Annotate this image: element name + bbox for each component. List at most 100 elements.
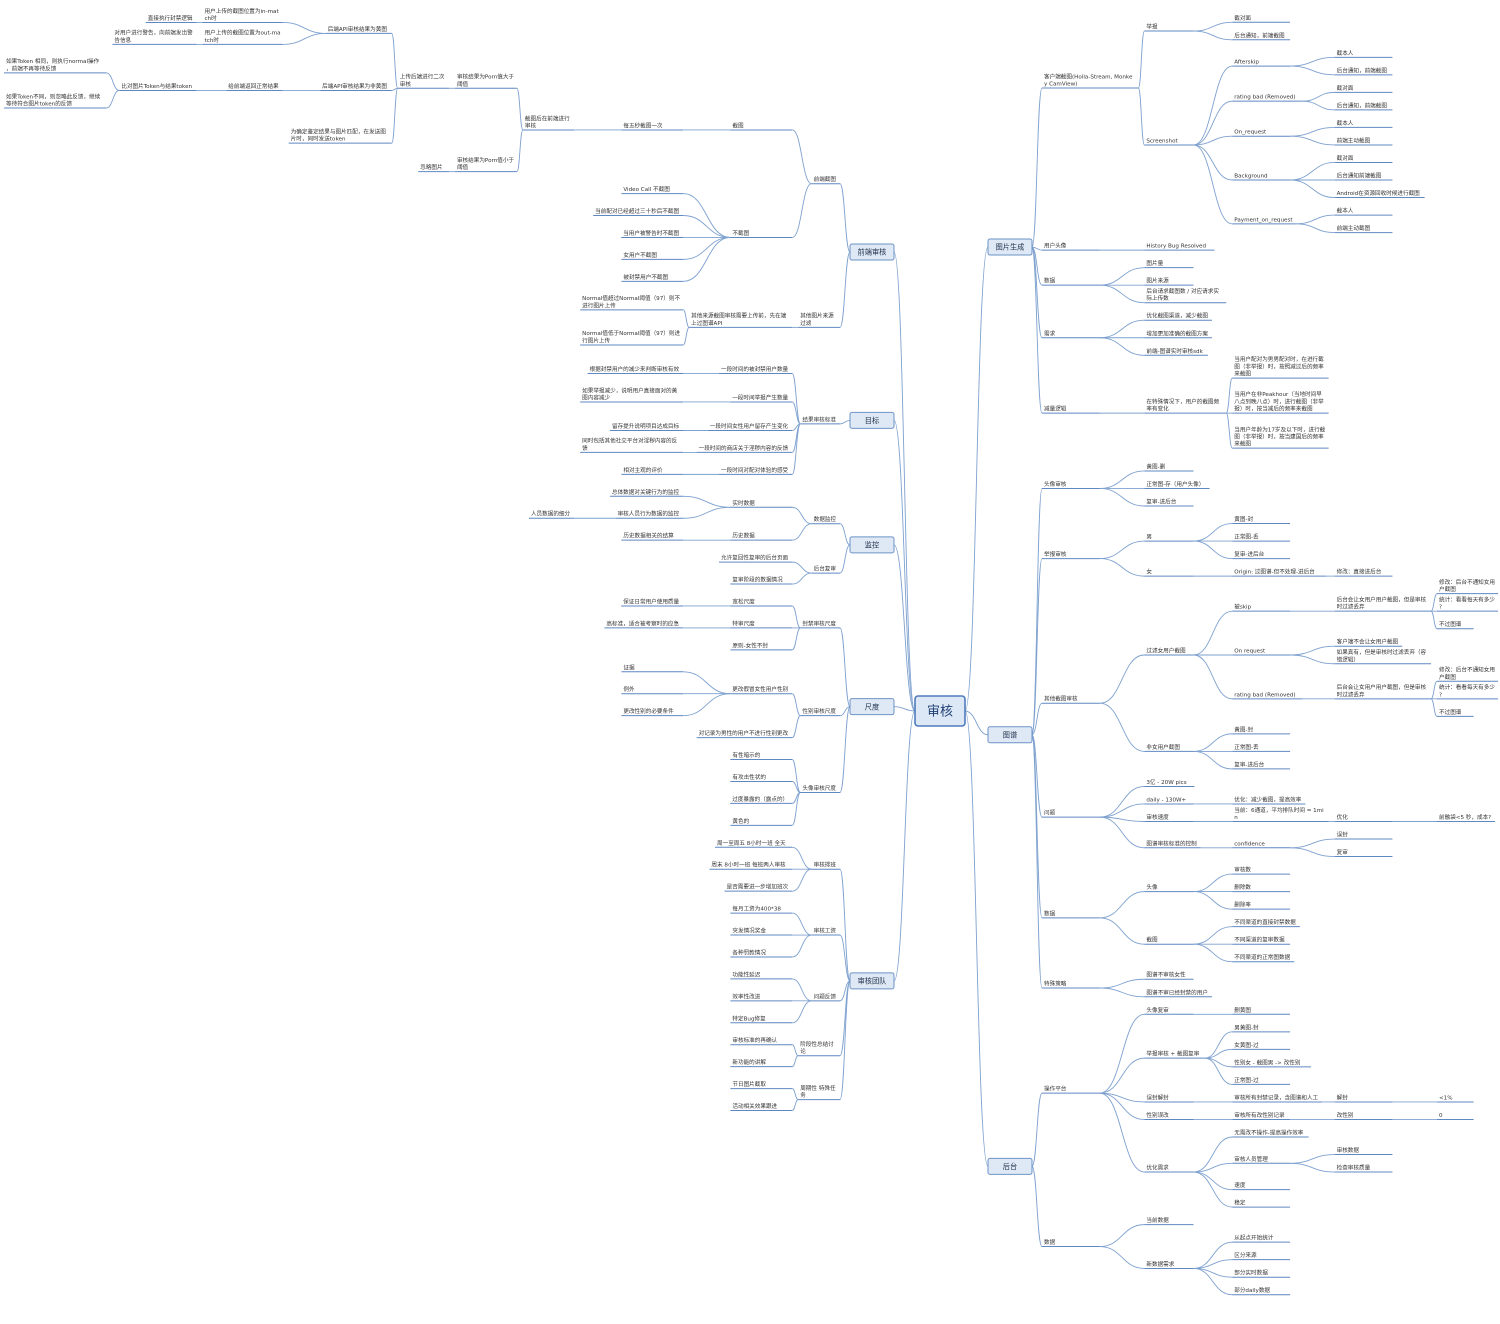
mind-node[interactable]: 统计：看看每天有多少? [1437, 683, 1498, 700]
mind-node[interactable]: 截本人 [1334, 207, 1393, 216]
mind-node[interactable]: 增加更加准确的截图方案 [1144, 329, 1212, 339]
mind-node[interactable]: 直接执行封禁逻辑 [145, 14, 197, 23]
mind-node[interactable]: 审核排班 [811, 861, 840, 870]
mind-node[interactable]: 保证日常用户使用质量 [621, 597, 684, 607]
mind-node[interactable]: 目标 [849, 411, 895, 429]
mind-node[interactable]: 证据 [621, 663, 684, 673]
mind-node[interactable]: 不过图谱 [1437, 708, 1474, 717]
mind-node[interactable]: 举报审核 [1042, 550, 1100, 560]
mind-node[interactable]: 当用户配对为男男配对时，在进行截图（非举报）时，按照减过后的频率来截图 [1232, 355, 1329, 379]
mind-node[interactable]: 头像审核尺度 [800, 784, 840, 793]
mind-node[interactable]: 实时数据 [730, 499, 793, 508]
mind-node[interactable]: 审核结果为Porn值小于阈值 [454, 156, 517, 173]
mind-node[interactable]: 一段时间女性用户留存产生变化 [707, 422, 793, 431]
mind-node[interactable]: 从起点开始统计 [1232, 1234, 1291, 1243]
mind-node[interactable]: 周期性 特殊任务 [798, 1084, 840, 1101]
mind-node[interactable]: 复审-进后台 [1144, 498, 1194, 507]
mind-node[interactable]: 黄图-删 [1144, 462, 1194, 472]
mind-node[interactable]: 当用户被警告时不截图 [621, 229, 684, 238]
mind-node[interactable]: 一段时间的商店关于淫秽内容的反馈 [696, 444, 793, 453]
mind-node[interactable]: 男黄图-封 [1232, 1023, 1291, 1033]
mind-node[interactable]: 阶段性总结讨论 [798, 1040, 840, 1057]
mind-node[interactable]: 封禁审核尺度 [800, 619, 840, 629]
mind-node[interactable]: Android在资源回收时候进行截图 [1334, 189, 1425, 199]
mind-node[interactable]: 女 [1144, 568, 1194, 577]
mind-node[interactable]: 修改：后台不通知女用户截图 [1437, 666, 1498, 682]
mind-node[interactable]: 截图 [1144, 936, 1194, 945]
mind-node[interactable]: 部分实时数据 [1232, 1269, 1291, 1278]
mind-node[interactable]: 不同渠道的复审数据 [1232, 936, 1291, 945]
mind-node[interactable]: 留存提升说明项目达成目标 [609, 422, 684, 431]
mind-node[interactable]: 问题 [1042, 809, 1100, 818]
mind-node[interactable]: 结果审核标准 [800, 415, 840, 425]
mind-node[interactable]: 头像审核 [1042, 480, 1100, 489]
mind-node[interactable]: 忽略图片 [418, 163, 449, 173]
mind-node[interactable]: 前融袋<5 秒，成本? [1437, 813, 1496, 823]
mind-node[interactable]: 部分daily数据 [1232, 1286, 1291, 1296]
mind-node[interactable]: confidence [1232, 841, 1291, 849]
mind-node[interactable]: 有性暗示的 [730, 751, 793, 761]
mind-node[interactable]: 优化需求 [1144, 1164, 1194, 1173]
mind-node[interactable]: 审核所有封禁记录，含图谱和人工 [1232, 1093, 1323, 1103]
mind-node[interactable]: 为确定鉴定结果与图片匹配，在发送图片时，同时发送token [288, 127, 392, 144]
mind-node[interactable]: 审核工资 [811, 927, 840, 936]
mind-node[interactable]: 后台会让女用户用户截图，但是审核时过滤丢弃 [1334, 683, 1432, 700]
mind-node[interactable]: 各种罚款情况 [730, 948, 793, 958]
mind-node[interactable]: 优化：减少截图，提高效率 [1232, 795, 1306, 805]
mind-node[interactable]: 复审 [1334, 848, 1393, 858]
mind-node[interactable]: daily - 130W+ [1144, 797, 1194, 805]
mind-node[interactable]: 前端截图 [811, 175, 840, 185]
mind-node[interactable]: 女黄图-过 [1232, 1041, 1291, 1050]
mind-node[interactable]: Screenshot [1144, 138, 1194, 146]
mind-node[interactable]: 是否需要进一步增加班次 [724, 883, 793, 892]
mind-node[interactable]: 3亿 - 20W pics [1144, 778, 1195, 787]
mind-node[interactable]: 误封 [1334, 831, 1393, 840]
mind-node[interactable]: 周末 8小时一班 每班两人审核 [709, 861, 793, 870]
mind-node[interactable]: 其他图片来源过滤 [798, 312, 840, 328]
mind-node[interactable]: 审核数据 [1334, 1146, 1393, 1156]
mind-node[interactable]: 周一至周五 8小时一班 全天 [715, 839, 793, 848]
mind-node[interactable]: 当用户年龄为17岁及以下时，进行截图（非举报）时，按当建国后的频率来截图 [1232, 425, 1329, 449]
mind-node[interactable]: 检查审核质量 [1334, 1164, 1393, 1173]
mind-node[interactable]: 截图后在前端进行审核 [522, 114, 575, 131]
mind-node[interactable]: 复审-进后台 [1232, 760, 1291, 770]
mind-node[interactable]: 性别女 - 截图男 -> 改性别 [1232, 1058, 1312, 1068]
mind-node[interactable]: 前端审核 [849, 243, 895, 261]
mind-node[interactable]: 统计：看看每天有多少? [1437, 595, 1498, 612]
mind-node[interactable]: 原则-女性不封 [730, 641, 793, 651]
mind-node[interactable]: Background [1232, 174, 1291, 181]
mind-node[interactable]: 解封 [1334, 1093, 1393, 1103]
mind-node[interactable]: 正常图-丢 [1232, 533, 1291, 542]
mind-node[interactable]: 特殊策略 [1042, 980, 1100, 989]
mind-node[interactable]: 修改：直接进后台 [1334, 568, 1393, 577]
mind-node[interactable]: 在特殊情况下，用户的截图频率有变化 [1144, 397, 1227, 414]
mind-node[interactable]: 一段时间对配对体验的感受 [719, 466, 793, 475]
mind-node[interactable]: 头像复审 [1144, 1006, 1194, 1015]
mind-node[interactable]: 非女用户截图 [1144, 743, 1194, 752]
mind-node[interactable]: 功能性延迟 [730, 970, 793, 980]
mind-node[interactable]: 稳定 [1232, 1199, 1291, 1208]
mind-node[interactable]: 性别审核尺度 [800, 707, 840, 717]
mind-node[interactable]: 尺度 [849, 698, 895, 716]
mind-node[interactable]: 同时包括其他社交平台对淫秽内容的反馈 [580, 437, 684, 453]
mind-node[interactable]: 黄图-封 [1232, 515, 1291, 525]
mind-node[interactable]: 举报审核 + 截图复审 [1144, 1050, 1205, 1059]
mind-node[interactable]: 女用户不截图 [621, 251, 684, 260]
mind-node[interactable]: 复审-进后台 [1232, 550, 1291, 560]
mind-node[interactable]: 审核数 [1232, 866, 1291, 875]
mind-node[interactable]: 截对面 [1334, 154, 1393, 163]
mind-node[interactable]: 当用户在非Peakhour（当地时间早八点到晚八点）时，进行截图（非举报）时，按… [1232, 390, 1329, 414]
mind-node[interactable]: 审核所有改性别记录 [1232, 1111, 1291, 1120]
mind-node[interactable]: 截对面 [1334, 84, 1393, 93]
mind-node[interactable]: 0 [1437, 1113, 1474, 1120]
mind-node[interactable]: 更改性别的必要条件 [621, 707, 684, 717]
mind-node[interactable]: 一段时间的被封禁用户数量 [719, 365, 793, 374]
mind-node[interactable]: 后端API审核结果为黄图 [325, 25, 392, 34]
mind-node[interactable]: 前端主动截图 [1334, 224, 1393, 234]
mind-node[interactable]: 人员数据的细分 [528, 510, 575, 519]
mind-node[interactable]: 高标准，适合被考察时的应急 [604, 619, 684, 629]
mind-node[interactable]: 审核结果为Porn值大于阈值 [454, 73, 517, 89]
mind-node[interactable]: 截本人 [1334, 49, 1393, 58]
mind-node[interactable]: 不同渠道的直接封禁数据 [1232, 918, 1300, 928]
